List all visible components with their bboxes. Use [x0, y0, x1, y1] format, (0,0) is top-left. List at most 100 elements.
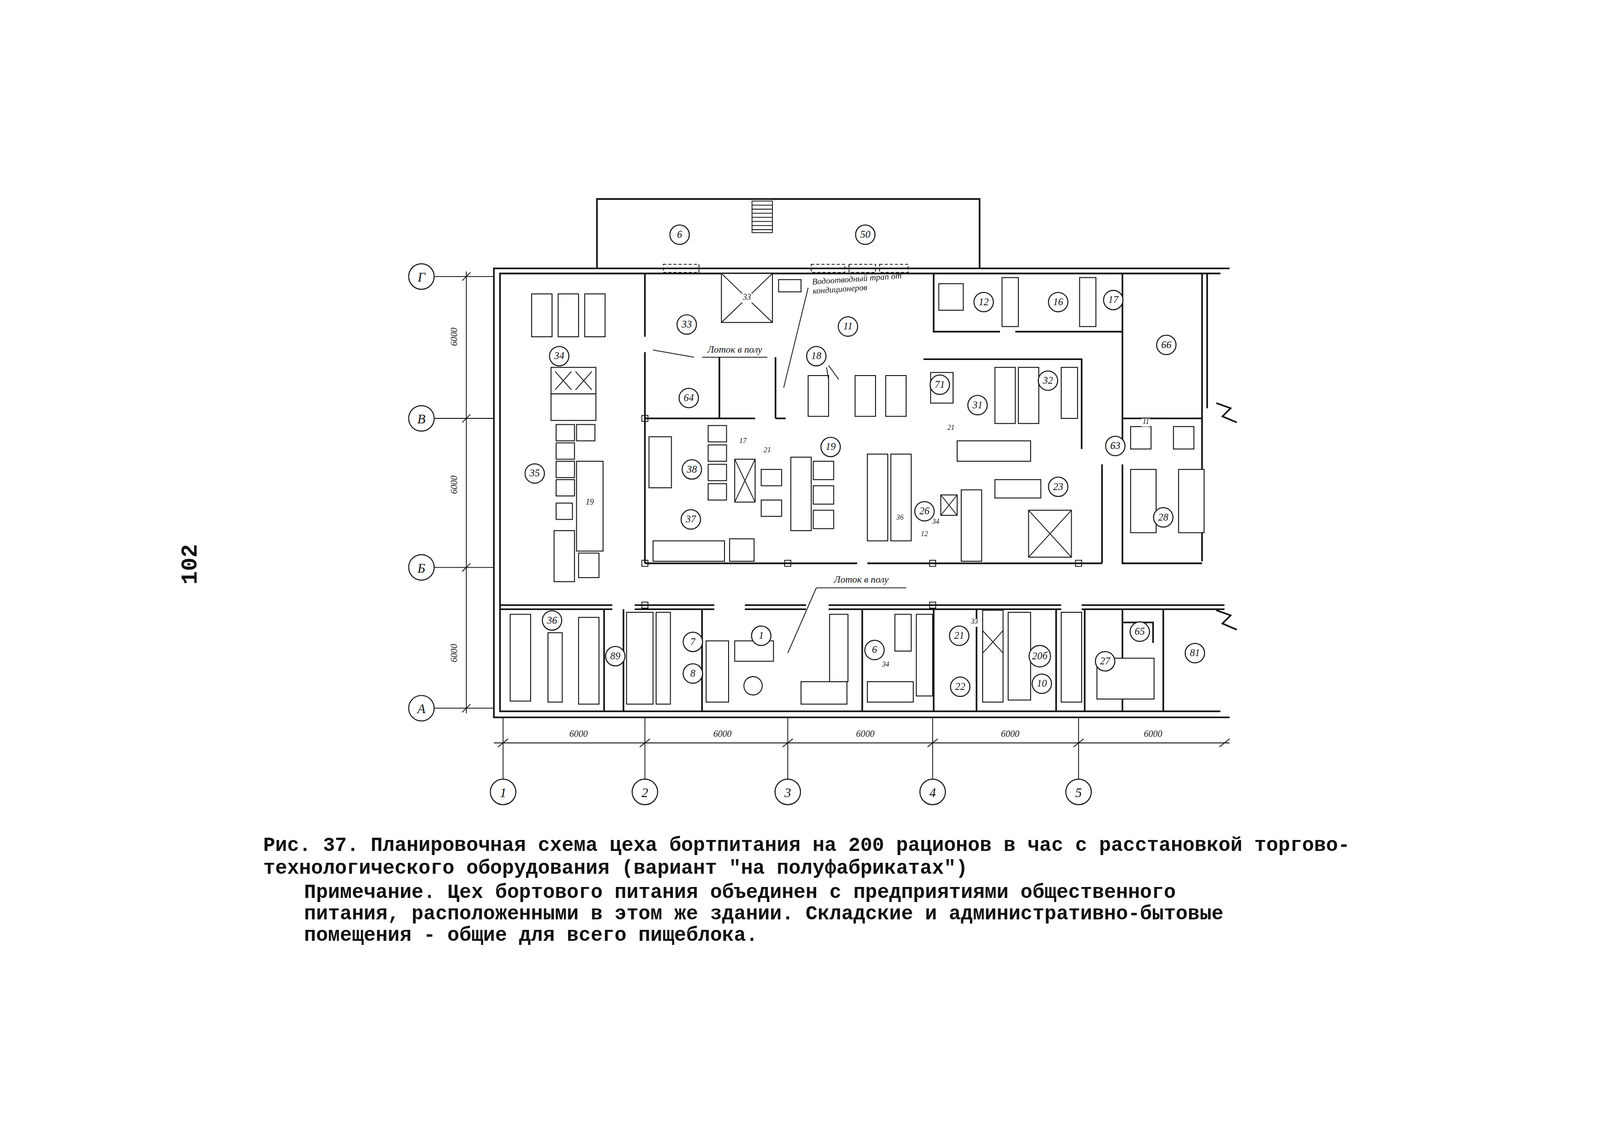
equipment-cross	[1028, 510, 1072, 558]
node-text: 89	[609, 651, 621, 662]
equipment	[1028, 510, 1072, 558]
annex-wall	[596, 198, 980, 269]
equipment	[510, 614, 531, 701]
equipment	[708, 464, 727, 481]
axis-marker: 3	[774, 778, 802, 806]
node-text: 64	[683, 392, 694, 403]
axis-marker: 1	[489, 778, 517, 806]
room-number: 17	[1103, 289, 1124, 311]
leader-line	[652, 287, 907, 654]
equipment	[531, 293, 553, 337]
equipment	[813, 510, 834, 529]
node-text: 4	[929, 785, 937, 799]
equipment	[1008, 612, 1031, 700]
node-text: 81	[1189, 647, 1200, 658]
room-number: 66	[1156, 334, 1177, 356]
node-text: 3	[784, 785, 792, 799]
equipment	[578, 617, 600, 704]
dimension-line	[462, 271, 1230, 747]
door-opening	[663, 264, 909, 273]
page-number: 102	[180, 542, 202, 586]
equipment	[708, 483, 727, 501]
node-text: 63	[1110, 440, 1121, 451]
axis-marker: 4	[919, 778, 946, 806]
node-text: Г	[417, 270, 426, 284]
equipment-number: 21	[946, 424, 956, 433]
axis-marker: 5	[1065, 778, 1092, 806]
note-label: Лоток в полу	[706, 344, 763, 355]
room-number: 34	[548, 345, 570, 367]
dimension: 6000	[568, 729, 589, 740]
room-number: 18	[806, 345, 827, 367]
equipment	[995, 367, 1016, 424]
axis-marker: Б	[408, 553, 435, 581]
node-text: 6	[871, 645, 877, 656]
equipment	[982, 609, 1004, 702]
node-text: 6	[677, 229, 683, 240]
node-text: 27	[1099, 656, 1111, 667]
equipment	[916, 614, 933, 696]
equipment	[706, 641, 729, 703]
equipment	[547, 632, 563, 703]
room-number: 32	[1037, 370, 1059, 391]
equipment	[551, 367, 596, 394]
equipment	[854, 375, 876, 417]
axis-line	[434, 276, 1079, 780]
node-text: 12	[978, 297, 989, 308]
equipment	[584, 293, 606, 337]
equipment-cross	[721, 273, 773, 323]
equipment	[867, 453, 888, 541]
equipment-number: 17	[738, 437, 748, 446]
room-number: 37	[680, 509, 702, 530]
equipment	[557, 293, 579, 337]
equipment	[961, 489, 982, 562]
equipment	[556, 442, 575, 460]
room-number: 1	[750, 625, 772, 647]
equipment	[721, 273, 773, 323]
equipment	[940, 495, 958, 516]
equipment	[556, 503, 573, 520]
interior-wall	[645, 273, 1208, 563]
equipment	[734, 641, 774, 662]
room-number: 50	[854, 224, 876, 245]
partition	[604, 609, 1164, 712]
room-number: 65	[1129, 621, 1151, 642]
node-text: 2	[641, 785, 649, 799]
room-number: 21	[948, 625, 970, 647]
room-number: 7	[682, 631, 704, 652]
equipment	[576, 424, 595, 441]
room-number: 6	[669, 224, 690, 245]
room-number: 31	[967, 395, 988, 416]
equipment	[578, 552, 600, 578]
node-text: 7	[690, 636, 696, 647]
equipment-number: 33	[969, 618, 980, 627]
break-line	[1216, 268, 1237, 718]
room-number: 11	[837, 316, 859, 337]
node-text: 26	[919, 505, 930, 516]
room-number: 23	[1047, 476, 1069, 497]
dimension: 6000	[1142, 729, 1164, 740]
room-number: 10	[1031, 673, 1053, 694]
node-text: 35	[529, 468, 540, 479]
room-number: 22	[949, 676, 971, 698]
equipment	[885, 375, 907, 417]
equipment-cross	[940, 495, 958, 516]
room-number: 6	[864, 639, 885, 661]
room-number: 27	[1094, 651, 1116, 672]
equipment	[801, 681, 848, 704]
outer-wall	[494, 268, 1225, 718]
node-text: 66	[1161, 339, 1172, 350]
node-text: 16	[1052, 297, 1064, 308]
equipment	[556, 479, 575, 496]
room-number: 38	[681, 458, 703, 480]
equipment-number: 12	[919, 530, 929, 539]
node-text: 23	[1052, 481, 1064, 492]
room-number: 20б	[1028, 645, 1051, 668]
equipment	[813, 485, 834, 505]
equipment	[938, 283, 964, 311]
node-text: 20б	[1031, 651, 1048, 662]
node-text: 65	[1134, 626, 1145, 637]
equipment	[778, 279, 802, 292]
node-text: 71	[934, 379, 945, 390]
equipment-cross	[555, 371, 593, 390]
